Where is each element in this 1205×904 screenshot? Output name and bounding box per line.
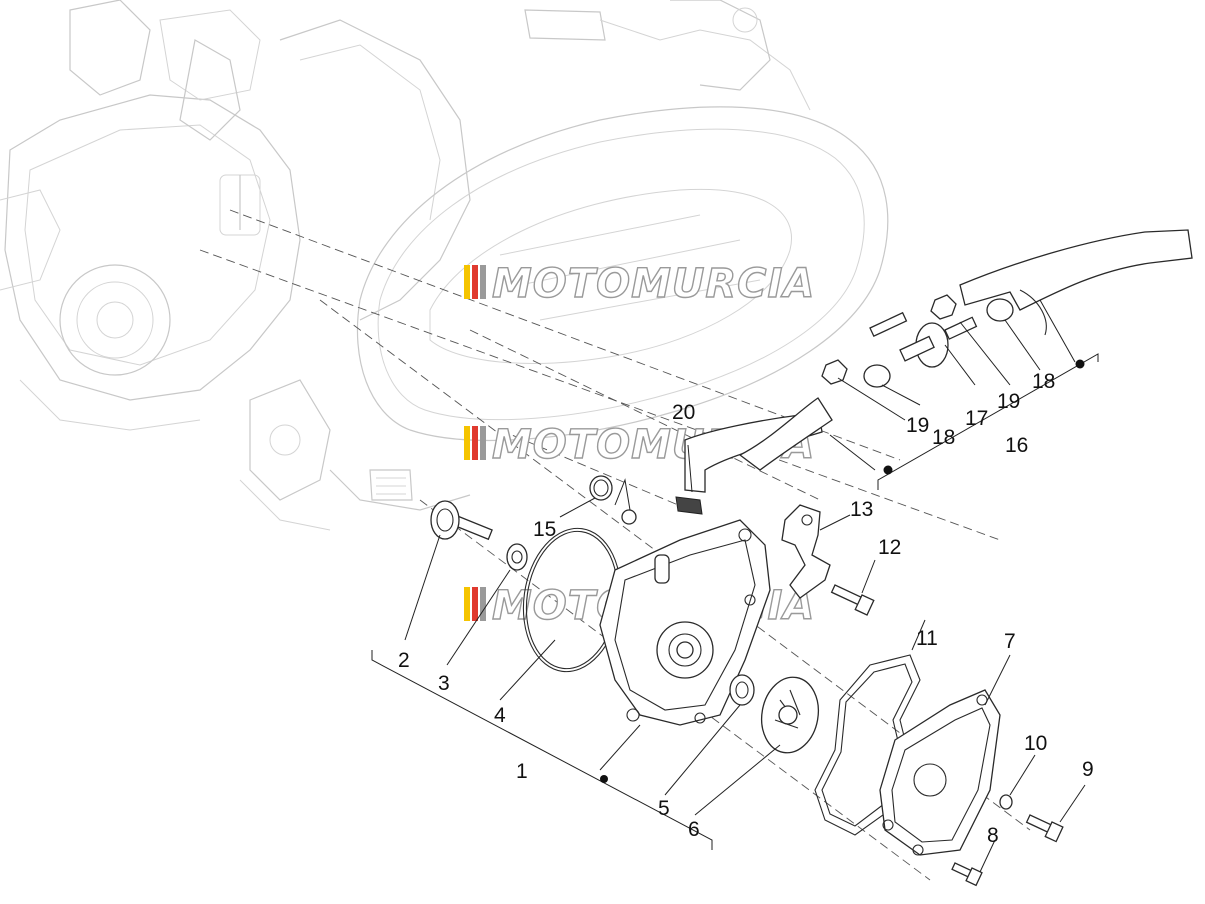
callout-9: 9 xyxy=(1082,758,1094,781)
part-15-o-rings xyxy=(589,475,637,525)
part-19-nuts xyxy=(821,294,957,385)
part-16-hose-lower xyxy=(684,397,833,493)
callout-10: 10 xyxy=(1024,732,1047,755)
part-5-seal xyxy=(729,674,755,706)
engine-background xyxy=(0,0,889,531)
leader-lines xyxy=(404,299,1086,873)
callout-16: 16 xyxy=(1005,434,1028,457)
part-18-clamps xyxy=(863,298,1014,388)
callout-4: 4 xyxy=(494,704,506,727)
part-8-bolt xyxy=(951,862,983,887)
callout-2: 2 xyxy=(398,649,410,672)
callout-18a: 18 xyxy=(1032,370,1055,393)
bracket-assembly-16 xyxy=(877,353,1099,490)
callout-7: 7 xyxy=(1004,630,1016,653)
part-17-fitting xyxy=(869,311,978,368)
callout-12: 12 xyxy=(878,536,901,559)
callout-6: 6 xyxy=(688,818,700,841)
part-20-clip xyxy=(675,496,703,515)
bracket-assembly-1 xyxy=(371,650,713,850)
callout-19a: 19 xyxy=(997,390,1020,413)
part-10-washer xyxy=(999,794,1013,810)
part-11-gasket xyxy=(814,654,921,836)
callout-20: 20 xyxy=(672,401,695,424)
callout-5: 5 xyxy=(658,797,670,820)
callout-labels: 1 2 3 4 5 6 7 8 9 10 11 12 13 15 16 17 1… xyxy=(398,370,1094,847)
part-2-shaft-bearing xyxy=(430,500,493,541)
part-12-bolt xyxy=(830,584,875,616)
callout-13: 13 xyxy=(850,498,873,521)
callout-11: 11 xyxy=(916,627,938,650)
watermark-top: MOTOMURCIA xyxy=(464,260,815,308)
callout-3: 3 xyxy=(438,672,450,695)
part-3-small-bearing xyxy=(506,543,528,571)
callout-8: 8 xyxy=(987,824,999,847)
callout-15: 15 xyxy=(533,518,556,541)
callout-18b: 18 xyxy=(932,426,955,449)
part-13-bracket xyxy=(781,504,831,599)
part-7-pump-cover xyxy=(879,689,1001,856)
callout-1: 1 xyxy=(516,760,528,783)
callout-19b: 19 xyxy=(906,414,929,437)
svg-text:MOTOMURCIA: MOTOMURCIA xyxy=(492,261,815,307)
part-9-bolt xyxy=(1025,814,1064,843)
part-1-pump-housing xyxy=(599,519,771,726)
part-6-impeller xyxy=(760,676,820,754)
callout-17: 17 xyxy=(965,407,988,430)
